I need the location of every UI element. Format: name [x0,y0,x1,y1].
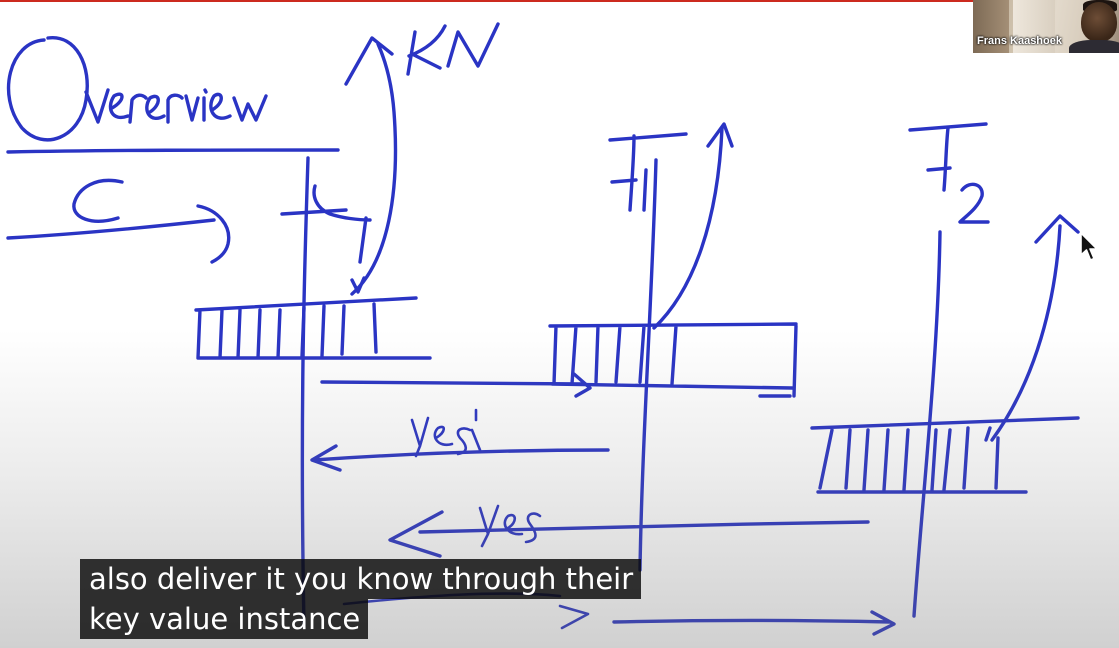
frontend-0-label [280,184,372,294]
caption-line-2: key value instance [80,599,369,639]
frontend-2-timeline [912,230,942,618]
presenter-name-label: Frans Kaashoek [977,35,1062,47]
log-table-1 [548,322,798,398]
yes-arrow-2 [388,504,870,558]
overview-title [6,36,340,154]
webcam-bookshelf [973,0,1009,53]
kv-arrow-1 [652,122,734,330]
frontend-2-label [908,122,990,224]
frontend-1-timeline [638,158,658,572]
log-table-0 [194,296,432,360]
log-table-2 [810,416,1080,494]
kv-arrow-0 [344,36,398,296]
subtitle-caption: also deliver it you know through their k… [80,559,642,639]
webcam-background-door [1013,0,1055,53]
kv-label [406,22,500,76]
arrow-f0-to-f1 [320,372,592,398]
caption-line-1: also deliver it you know through their [80,559,642,599]
mouse-pointer-icon [1080,232,1098,261]
presenter-avatar [1081,2,1117,42]
frontend-0-timeline [300,156,310,628]
presenter-webcam-thumbnail: Frans Kaashoek [973,0,1119,53]
client-label [6,178,231,264]
frontend-1-label [608,132,688,212]
kv-arrow-2 [990,214,1080,442]
recording-top-bar [0,0,1119,2]
presenter-shoulders [1069,40,1119,53]
yes-arrow-1 [310,408,610,472]
